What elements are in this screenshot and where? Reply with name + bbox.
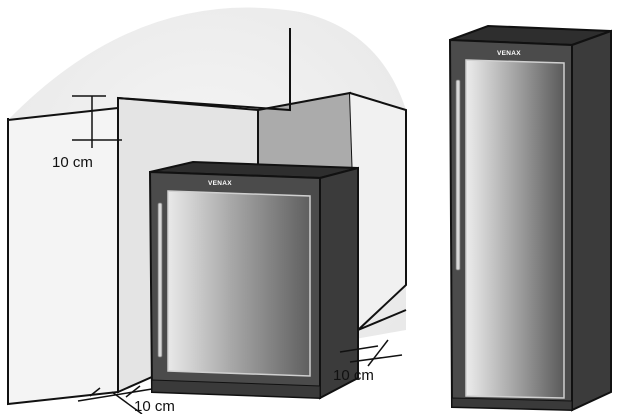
upper-wall-edge: [117, 28, 291, 112]
left-wall: [7, 106, 119, 406]
right-clearance-marker: 10 cm: [333, 339, 403, 384]
tall-fridge-brand: VENAX: [497, 50, 521, 57]
tall-fridge-base: [451, 397, 573, 411]
tall-fridge-handle: [455, 79, 461, 271]
small-fridge-handle: [157, 202, 163, 358]
bottom-left-clearance-label: 10 cm: [134, 398, 175, 414]
floor-edge: [357, 309, 407, 331]
top-clearance-marker: 10 cm: [52, 95, 122, 171]
small-fridge-side: [319, 166, 359, 400]
tall-fridge-glass: [465, 59, 565, 399]
small-fridge-glass: [167, 190, 311, 377]
top-clearance-label: 10 cm: [52, 154, 93, 171]
small-wine-fridge: VENAX: [148, 160, 359, 400]
bottom-left-clearance-marker: 10 cm: [77, 385, 175, 414]
small-fridge-base: [151, 379, 321, 399]
tall-wine-fridge: VENAX: [448, 24, 612, 412]
tall-fridge-side: [571, 29, 612, 412]
small-fridge-brand: VENAX: [208, 180, 232, 187]
right-outer-wall: [349, 92, 407, 331]
right-clearance-label: 10 cm: [333, 367, 374, 384]
